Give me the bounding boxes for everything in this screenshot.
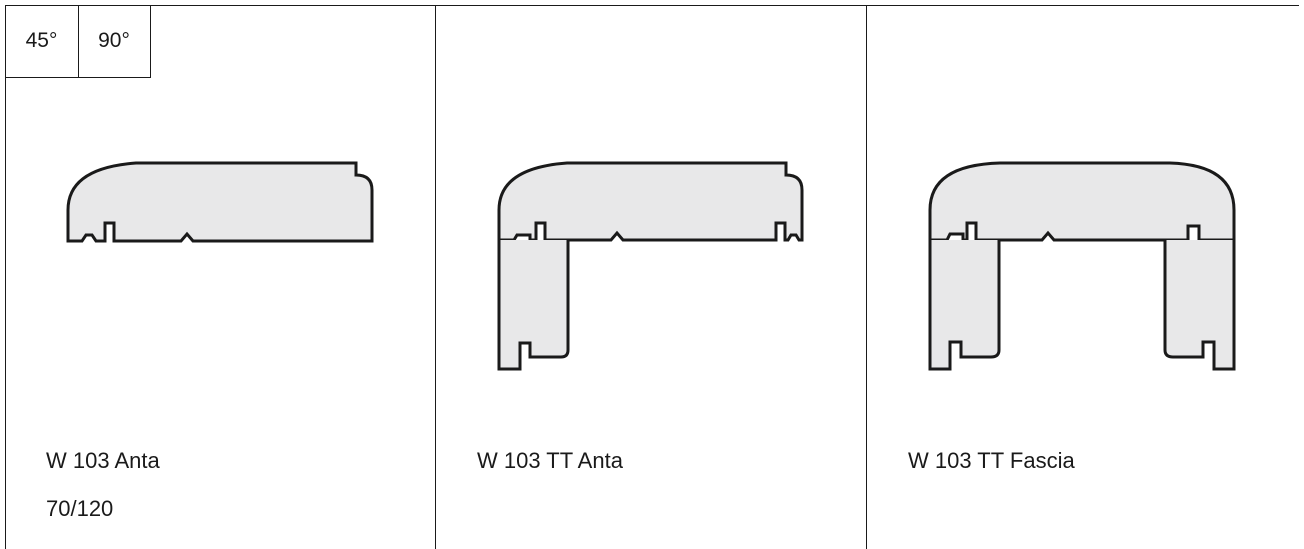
panel-divider-2 bbox=[866, 5, 867, 549]
profile-w103tt-fascia-leg-left bbox=[928, 240, 1001, 371]
top-border bbox=[5, 5, 1299, 6]
profile-w103-anta bbox=[66, 161, 374, 243]
panel-3-title: W 103 TT Fascia bbox=[908, 448, 1075, 473]
angle-45-label: 45° bbox=[25, 29, 58, 52]
panel-1-title: W 103 Anta bbox=[46, 448, 160, 473]
angle-90-label: 90° bbox=[98, 29, 130, 52]
angle-45-cell[interactable]: 45° bbox=[5, 5, 79, 78]
profile-w103tt-fascia-leg-right bbox=[1163, 240, 1236, 371]
panel-divider-1 bbox=[435, 5, 436, 549]
angle-90-cell[interactable]: 90° bbox=[78, 5, 151, 78]
left-border bbox=[5, 5, 6, 549]
profile-w103tt-anta-leg bbox=[497, 240, 570, 371]
panel-2-title: W 103 TT Anta bbox=[477, 448, 623, 473]
profile-w103tt-anta-top bbox=[497, 161, 804, 242]
profile-w103tt-fascia-top bbox=[928, 161, 1236, 242]
panel-1-size: 70/120 bbox=[46, 496, 114, 521]
